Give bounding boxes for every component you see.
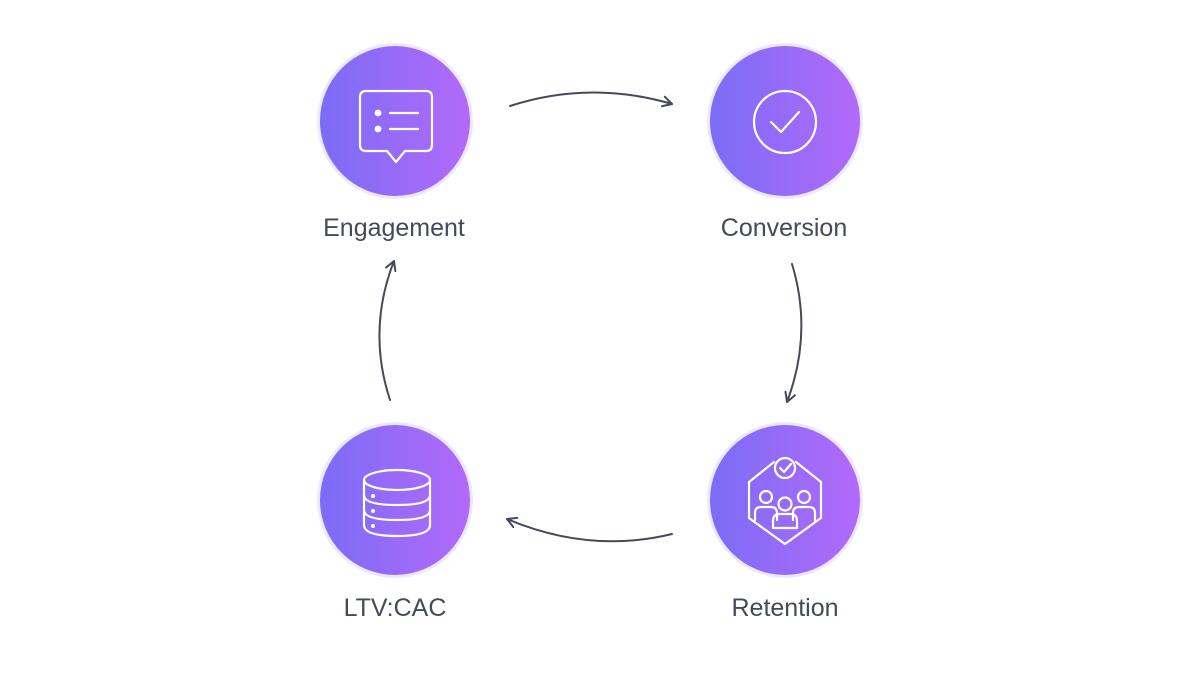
check-circle-icon	[752, 89, 818, 155]
stage-engagement: Engagement	[317, 43, 473, 242]
arrow-conversion-to-retention	[784, 263, 803, 403]
arrow-engagement-to-conversion	[509, 91, 673, 108]
chat-list-icon	[358, 89, 434, 164]
users-hexagon-icon	[747, 456, 823, 546]
stage-ltv-cac: LTV:CAC	[317, 422, 473, 622]
stage-retention: Retention	[707, 422, 863, 622]
arrow-retention-to-ltv-cac	[506, 516, 673, 543]
database-icon	[362, 468, 432, 538]
stage-node	[320, 425, 470, 575]
stage-node	[320, 46, 470, 196]
stage-conversion: Conversion	[707, 43, 863, 242]
stage-node	[710, 425, 860, 575]
stage-label-engagement: Engagement	[323, 214, 465, 242]
arrow-ltv-cac-to-engagement	[378, 260, 397, 401]
stage-node	[710, 46, 860, 196]
stage-label-retention: Retention	[731, 594, 838, 622]
stage-label-conversion: Conversion	[721, 214, 847, 242]
stage-label-ltv-cac: LTV:CAC	[344, 594, 447, 622]
